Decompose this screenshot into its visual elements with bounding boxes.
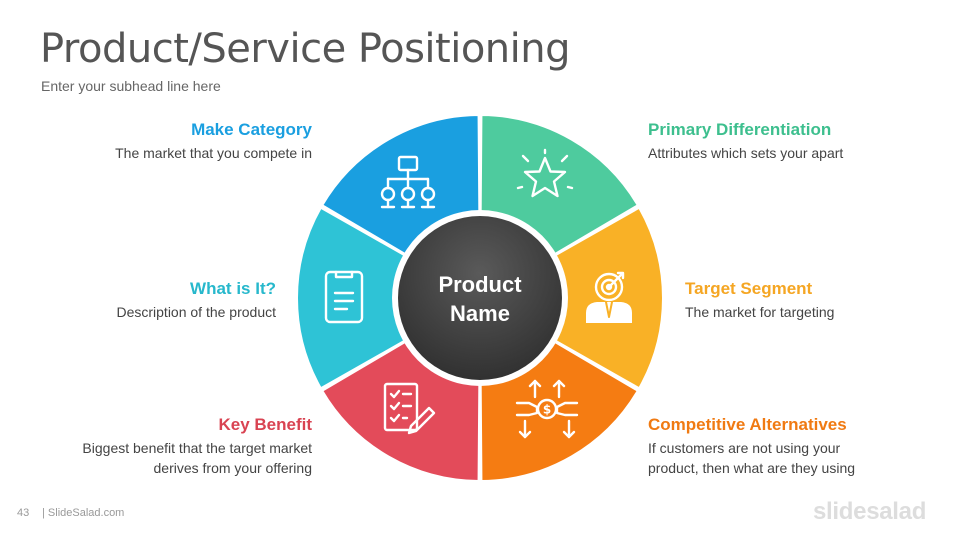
target-segment-block: Target Segment The market for targeting bbox=[685, 278, 945, 322]
what-is-it-heading: What is It? bbox=[190, 279, 276, 298]
checklist-pen-icon bbox=[383, 382, 436, 435]
what-is-it-description: Description of the product bbox=[116, 304, 276, 320]
competitive-alternatives-description: If customers are not using your product,… bbox=[648, 440, 856, 476]
slide-title: Product/Service Positioning bbox=[40, 26, 571, 72]
primary-differentiation-block: Primary Differentiation Attributes which… bbox=[648, 119, 908, 163]
brand-logo: slidesalad bbox=[813, 498, 927, 525]
hierarchy-icon bbox=[380, 155, 436, 209]
key-benefit-block: Key Benefit Biggest benefit that the tar… bbox=[52, 414, 312, 478]
competitive-alternatives-heading: Competitive Alternatives bbox=[648, 415, 847, 434]
footer-site: | SlideSalad.com bbox=[42, 507, 125, 519]
svg-text:$: $ bbox=[543, 403, 551, 417]
key-benefit-heading: Key Benefit bbox=[218, 415, 312, 434]
make-category-block: Make Category The market that you compet… bbox=[52, 119, 312, 163]
clipboard-icon bbox=[324, 270, 364, 324]
target-segment-description: The market for targeting bbox=[685, 304, 835, 320]
center-label-line1: Product bbox=[438, 272, 522, 297]
slide-subtitle: Enter your subhead line here bbox=[41, 78, 221, 94]
star-icon bbox=[516, 148, 574, 198]
center-hub: Product Name bbox=[392, 210, 568, 386]
primary-differentiation-heading: Primary Differentiation bbox=[648, 120, 832, 139]
key-benefit-description: Biggest benefit that the target market d… bbox=[82, 440, 312, 476]
money-exchange-icon: $ bbox=[515, 379, 579, 439]
primary-differentiation-description: Attributes which sets your apart bbox=[648, 145, 844, 161]
make-category-description: The market that you compete in bbox=[115, 145, 312, 161]
page-number: 43 bbox=[17, 507, 30, 519]
target-segment-heading: Target Segment bbox=[685, 279, 813, 298]
make-category-heading: Make Category bbox=[191, 120, 312, 139]
target-person-icon bbox=[586, 271, 632, 323]
what-is-it-block: What is It? Description of the product bbox=[16, 278, 276, 322]
competitive-alternatives-block: Competitive Alternatives If customers ar… bbox=[648, 414, 878, 478]
center-label-line2: Name bbox=[450, 301, 510, 326]
